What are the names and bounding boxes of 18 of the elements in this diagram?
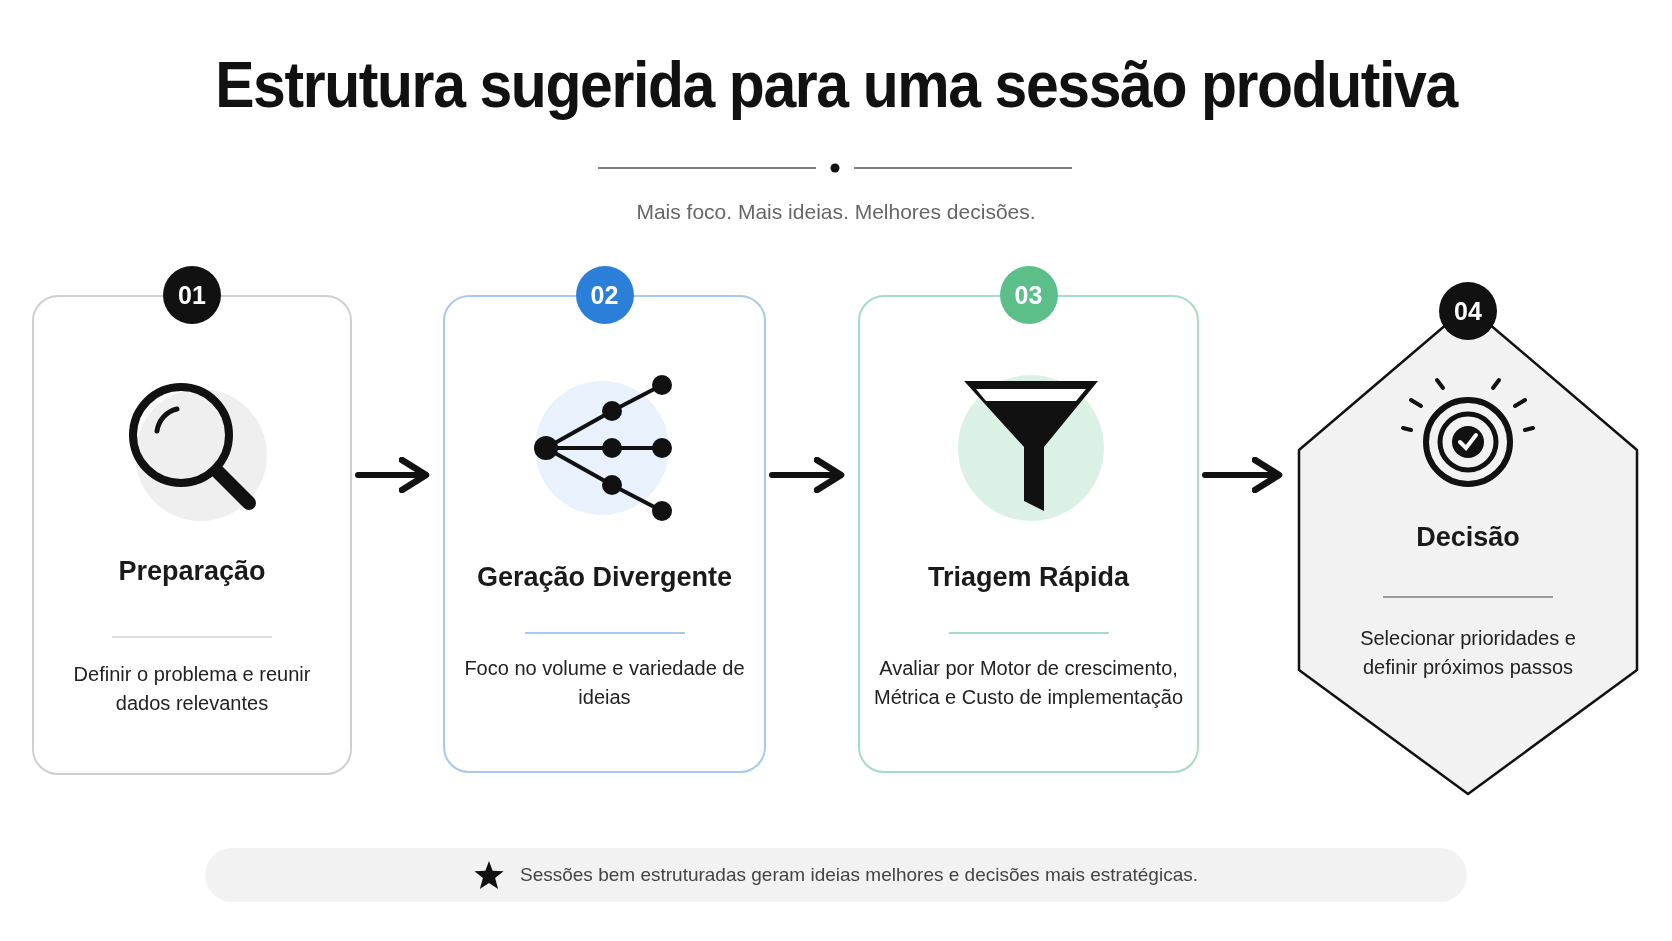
- arrow: [355, 456, 430, 494]
- step-title: Decisão: [1415, 522, 1521, 553]
- arrow: [769, 456, 845, 494]
- step-title: Preparação: [117, 556, 267, 587]
- step-description: Definir o problema e reunir dados relevantes: [72, 662, 312, 716]
- step-number-badge: 02: [575, 266, 634, 324]
- title: Estrutura sugerida para uma sessão produtiva: [214, 48, 1459, 122]
- step-number-badge: 01: [163, 266, 221, 324]
- step-description: Avaliar por Motor de crescimento, Métrica e Custo de implementação: [872, 656, 1184, 710]
- arrow: [1202, 456, 1283, 494]
- step-title: Geração Divergente: [475, 562, 734, 593]
- step-number-badge: 03: [999, 266, 1058, 324]
- step-title: Triagem Rápida: [926, 562, 1131, 593]
- step-description: Selecionar prioridades e definir próximos passos: [1359, 626, 1577, 680]
- subtitle: Mais foco. Mais ideias. Melhores decisões.: [635, 200, 1037, 224]
- step-number-badge: 04: [1439, 282, 1497, 340]
- note-text: Sessões bem estruturadas geram ideias melhores e decisões mais estratégicas.: [520, 864, 1198, 886]
- step-description: Foco no volume e variedade de ideias: [463, 656, 746, 710]
